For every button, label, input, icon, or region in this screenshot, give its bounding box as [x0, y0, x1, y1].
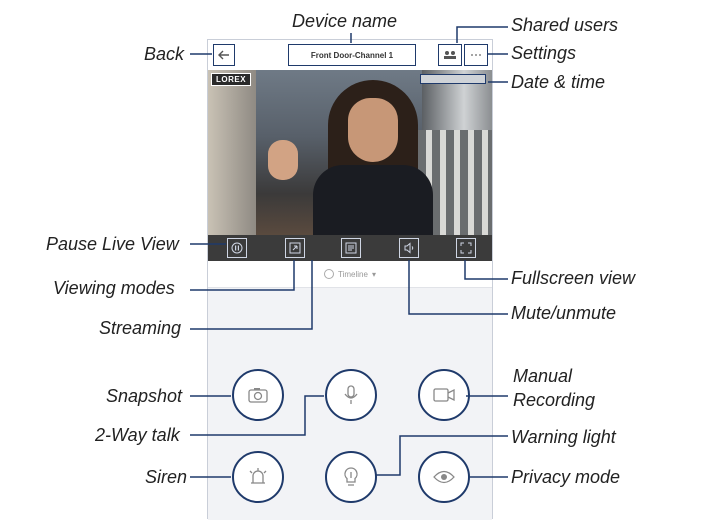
microphone-icon: [344, 385, 358, 404]
callout-back: Back: [144, 44, 185, 64]
snapshot-button[interactable]: [232, 369, 284, 421]
callout-manual-recording-line1: Manual: [513, 366, 573, 386]
callout-pause-live-view: Pause Live View: [46, 234, 179, 254]
viewing-modes-icon: [289, 242, 301, 254]
video-record-icon: [433, 388, 455, 402]
video-scene: [208, 70, 256, 235]
callout-siren: Siren: [145, 467, 188, 487]
fullscreen-icon: [460, 242, 472, 254]
eye-icon: [433, 470, 455, 484]
back-button[interactable]: [213, 44, 235, 66]
warning-light-icon: [344, 467, 358, 486]
chevron-down-icon: ▾: [371, 269, 376, 279]
video-scene: [313, 165, 433, 235]
arrow-left-icon: [218, 50, 229, 60]
date-time-overlay: [420, 74, 486, 84]
callout-shared-users: Shared users: [511, 15, 619, 35]
pause-live-view-button[interactable]: [227, 238, 247, 258]
clock-icon: [324, 269, 335, 279]
speaker-icon: [404, 242, 414, 254]
siren-icon: [249, 468, 267, 484]
callout-fullscreen-view: Fullscreen view: [511, 268, 636, 288]
callout-privacy-mode: Privacy mode: [511, 467, 621, 487]
phone-screen: Front Door-Channel 1 LOREX: [207, 39, 493, 520]
video-scene: [268, 140, 298, 180]
callout-two-way-talk: 2-Way talk: [95, 425, 180, 445]
callout-viewing-modes: Viewing modes: [53, 278, 175, 298]
two-way-talk-button[interactable]: [325, 369, 377, 421]
streaming-quality-icon: [345, 242, 357, 254]
live-video[interactable]: LOREX: [208, 70, 492, 235]
callout-snapshot: Snapshot: [106, 386, 183, 406]
manual-recording-button[interactable]: [418, 369, 470, 421]
shared-users-button[interactable]: [438, 44, 462, 66]
timeline-label: Timeline: [338, 269, 368, 279]
siren-button[interactable]: [232, 451, 284, 503]
callout-manual-recording-line2: Recording: [513, 390, 596, 410]
warning-light-button[interactable]: [325, 451, 377, 503]
action-panel: [208, 287, 492, 520]
mute-unmute-button[interactable]: [399, 238, 419, 258]
callout-mute-unmute: Mute/unmute: [511, 303, 617, 323]
pause-icon: [231, 242, 243, 254]
privacy-mode-button[interactable]: [418, 451, 470, 503]
callout-streaming: Streaming: [99, 318, 182, 338]
top-bar: Front Door-Channel 1: [208, 40, 492, 70]
callout-settings: Settings: [511, 43, 577, 63]
video-scene: [348, 98, 398, 162]
streaming-button[interactable]: [341, 238, 361, 258]
video-control-bar: [208, 235, 492, 261]
viewing-modes-button[interactable]: [285, 238, 305, 258]
device-name: Front Door-Channel 1: [288, 44, 416, 66]
timeline-toggle[interactable]: Timeline ▾: [208, 261, 492, 287]
callout-warning-light: Warning light: [511, 427, 616, 447]
callout-date-time: Date & time: [511, 72, 606, 92]
callout-device-name: Device name: [292, 11, 398, 31]
fullscreen-button[interactable]: [456, 238, 476, 258]
camera-icon: [248, 388, 268, 403]
more-horizontal-icon: [471, 54, 481, 56]
settings-button[interactable]: [464, 44, 488, 66]
brand-logo: LOREX: [211, 73, 252, 86]
shared-users-icon: [444, 51, 456, 59]
